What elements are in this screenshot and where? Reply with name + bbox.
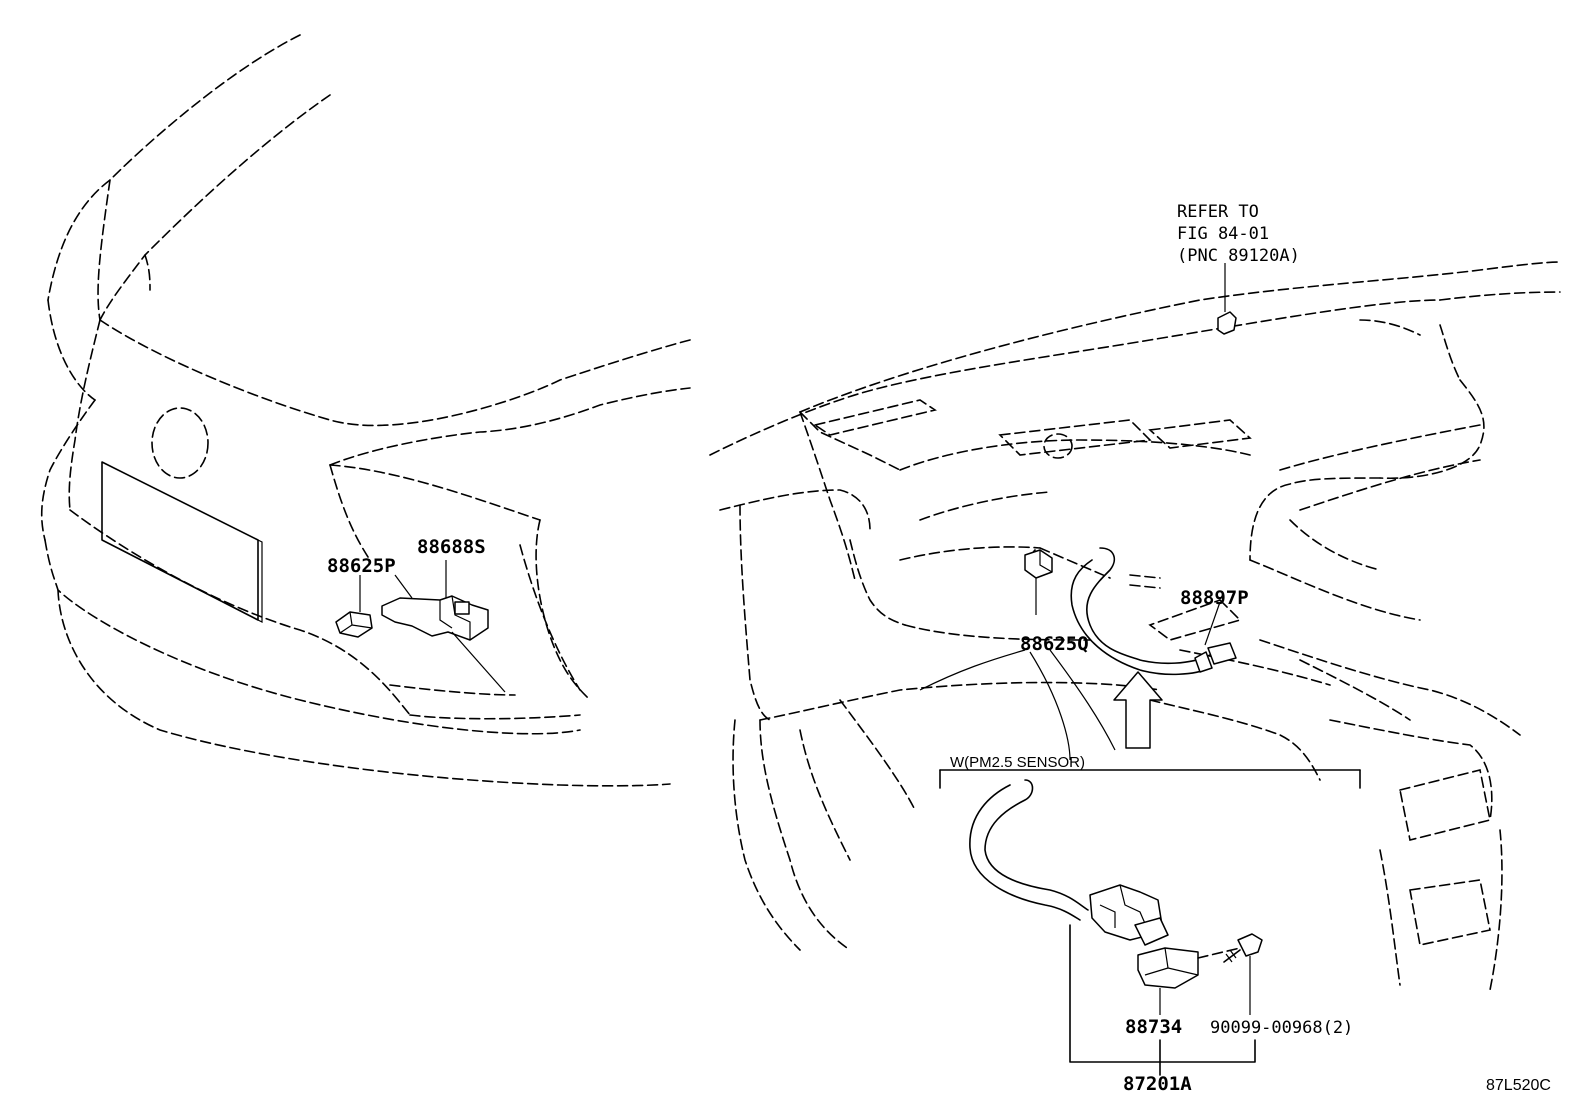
part-label-88625q: 88625Q [1020,633,1089,655]
refer-note-line1: REFER TO [1177,202,1259,222]
connector-88625q-part [1024,549,1053,615]
up-arrow-icon [1113,671,1163,749]
right-leader-lines [919,574,1161,761]
dashboard-outline [709,261,1561,991]
part-label-87201a: 87201A [1123,1073,1192,1095]
duct-88897p-part [1070,547,1237,676]
part-label-88688s: 88688S [417,536,486,558]
pm25-sensor-duct-part [969,779,1169,946]
kit-leader-lines [1069,924,1256,1076]
sensor-88734-part [1137,947,1241,989]
drawing-code: 87L520C [1486,1077,1551,1094]
part-label-88625p: 88625P [327,555,396,577]
part-label-90099-00968: 90099-00968(2) [1210,1018,1353,1038]
part-label-88897p: 88897P [1180,587,1249,609]
kit-title: W(PM2.5 SENSOR) [950,754,1085,771]
part-label-88734: 88734 [1125,1016,1182,1038]
bracket-88688s-part [381,595,489,641]
left-leader-lines [359,560,506,693]
refer-note-line2: FIG 84-01 [1177,224,1269,244]
kit-bracket-frame [939,769,1361,789]
connector-88625p-part [335,611,373,638]
vehicle-rear-outline [40,34,691,787]
refer-note-line3: (PNC 89120A) [1177,246,1300,266]
clip-89120a-part [1217,263,1237,335]
screw-90099-part [1223,933,1263,963]
